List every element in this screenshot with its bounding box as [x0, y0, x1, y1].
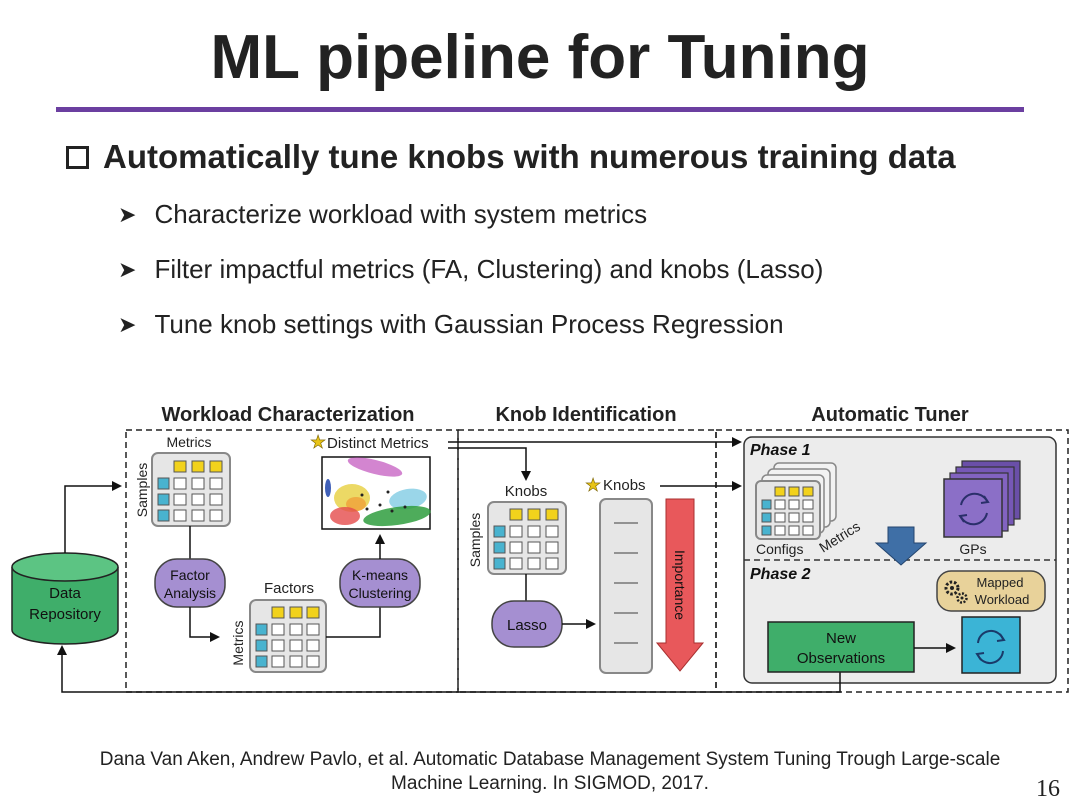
gear-icon: [944, 580, 968, 604]
metrics-matrix: [151, 452, 231, 527]
metrics-vertical-label: Metrics: [230, 620, 246, 665]
new-observations-node: New Observations: [767, 621, 915, 673]
repository-label-2: Repository: [29, 606, 101, 623]
configs-label: Configs: [756, 541, 803, 557]
fa-label-1: Factor: [170, 567, 210, 583]
slide-title: ML pipeline for Tuning: [210, 23, 870, 92]
importance-label: Importance: [672, 550, 688, 620]
gps-stack: [943, 460, 1021, 538]
reference-line-1: Dana Van Aken, Andrew Pavlo, et al. Auto…: [99, 749, 1001, 770]
factor-analysis-node: Factor Analysis: [154, 558, 226, 608]
mapped-workload-node: Mapped Workload: [936, 570, 1046, 612]
mapped-label-2: Workload: [975, 592, 1030, 607]
factors-label: Factors: [264, 580, 314, 597]
arrow-bullet-icon: ➤: [118, 201, 137, 227]
workload-section-title: Workload Characterization: [161, 404, 414, 426]
distinct-to-knob-arrow: [448, 447, 531, 481]
sub-bullet-text: Tune knob settings with Gaussian Process…: [154, 309, 784, 339]
page-number: 16: [1036, 776, 1060, 802]
title-rule: [56, 107, 1024, 112]
reference-line-2: Machine Learning. In SIGMOD, 2017.: [391, 773, 709, 794]
samples-knob-label: Samples: [467, 513, 483, 567]
kmeans-label-1: K-means: [352, 567, 408, 583]
feedback-arrow: [57, 645, 841, 693]
cluster-plot: [321, 456, 431, 530]
distinct-metrics-label: Distinct Metrics: [327, 435, 429, 452]
fa-label-2: Analysis: [164, 585, 216, 601]
sub-bullet-text: Characterize workload with system metric…: [154, 199, 648, 229]
sub-bullet-2: ➤ Filter impactful metrics (FA, Clusteri…: [118, 254, 823, 285]
square-bullet-icon: [66, 145, 89, 169]
observations-label-1: New: [826, 630, 856, 647]
observations-label-2: Observations: [797, 650, 885, 667]
main-bullet-text: Automatically tune knobs with numerous t…: [103, 138, 956, 175]
lasso-node: Lasso: [491, 600, 563, 648]
fa-to-factors-arrow: [189, 607, 220, 642]
factors-to-kmeans-line: [326, 607, 381, 638]
sub-bullet-1: ➤ Characterize workload with system metr…: [118, 199, 647, 230]
ranked-knobs-list: [599, 498, 653, 674]
lasso-label: Lasso: [507, 617, 547, 634]
metrics-label: Metrics: [166, 434, 211, 450]
model-update-box: [961, 616, 1021, 674]
gps-label: GPs: [959, 541, 986, 557]
star-icon: ★: [310, 432, 326, 452]
kmeans-node: K-means Clustering: [339, 558, 421, 608]
arrow-bullet-icon: ➤: [118, 256, 137, 282]
samples-label: Samples: [134, 463, 150, 517]
main-bullet: Automatically tune knobs with numerous t…: [66, 138, 956, 176]
tuner-section-title: Automatic Tuner: [811, 404, 969, 426]
phase1-label: Phase 1: [750, 442, 811, 459]
star-icon: ★: [585, 475, 601, 495]
repo-to-metrics-arrow: [64, 481, 122, 553]
importance-arrow: Importance: [655, 498, 705, 672]
arrow-bullet-icon: ➤: [118, 311, 137, 337]
tuner-section-box: [715, 429, 1069, 693]
knobs-matrix-label: Knobs: [505, 483, 548, 500]
data-repository: Data Repository: [11, 552, 119, 645]
knobs-star-label: Knobs: [603, 477, 646, 494]
factors-matrix: [249, 599, 327, 673]
sub-bullet-3: ➤ Tune knob settings with Gaussian Proce…: [118, 309, 784, 340]
configs-stack: [755, 462, 837, 540]
knob-matrix: [487, 501, 567, 575]
refresh-icon: [975, 629, 1006, 665]
down-arrow-icon: [874, 526, 928, 566]
pipeline-diagram: Workload Characterization Knob Identific…: [11, 404, 1069, 693]
sub-bullet-text: Filter impactful metrics (FA, Clustering…: [154, 254, 824, 284]
mapped-label-1: Mapped: [977, 575, 1024, 590]
kmeans-label-2: Clustering: [348, 585, 411, 601]
reference: Dana Van Aken, Andrew Pavlo, et al. Auto…: [0, 748, 1080, 796]
phase2-label: Phase 2: [750, 566, 811, 583]
knob-section-title: Knob Identification: [495, 404, 676, 426]
repository-label-1: Data: [49, 585, 81, 602]
refresh-icon: [958, 492, 990, 526]
